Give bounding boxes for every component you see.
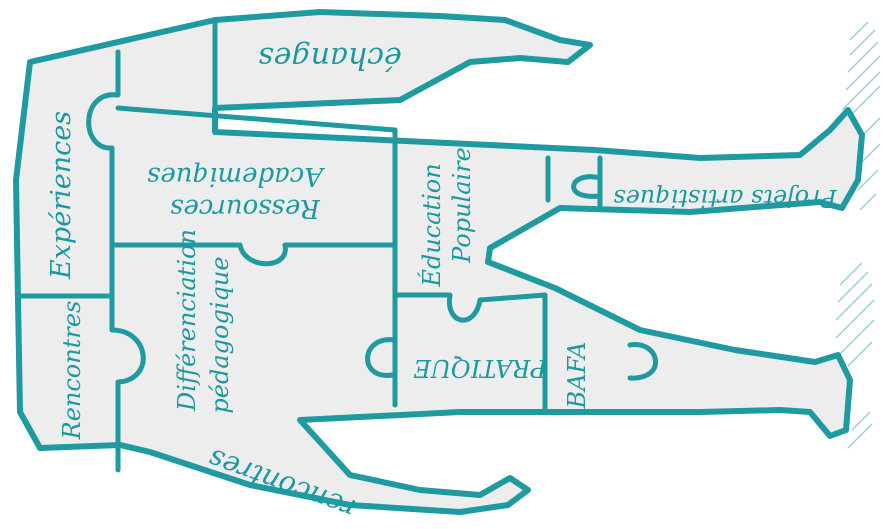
label-projets-artistiques: Projets artistiques (613, 184, 837, 212)
label-academiques: Academiques (147, 161, 325, 191)
label-bafa: BAFA (563, 342, 591, 410)
label-pratique: PRATIQUE (413, 354, 548, 382)
label-pedagogique: pédagogique (206, 256, 234, 413)
label-ressources: Ressources (170, 193, 321, 223)
label-populaire: Populaire (448, 147, 476, 264)
label-education: Éducation (417, 163, 446, 287)
label-differenciation: Différenciation (173, 229, 201, 412)
label-echanges-top: échanges (258, 40, 401, 75)
label-rencontres-left: Rencontres (58, 301, 86, 441)
label-experiences: Expériences (46, 111, 77, 280)
